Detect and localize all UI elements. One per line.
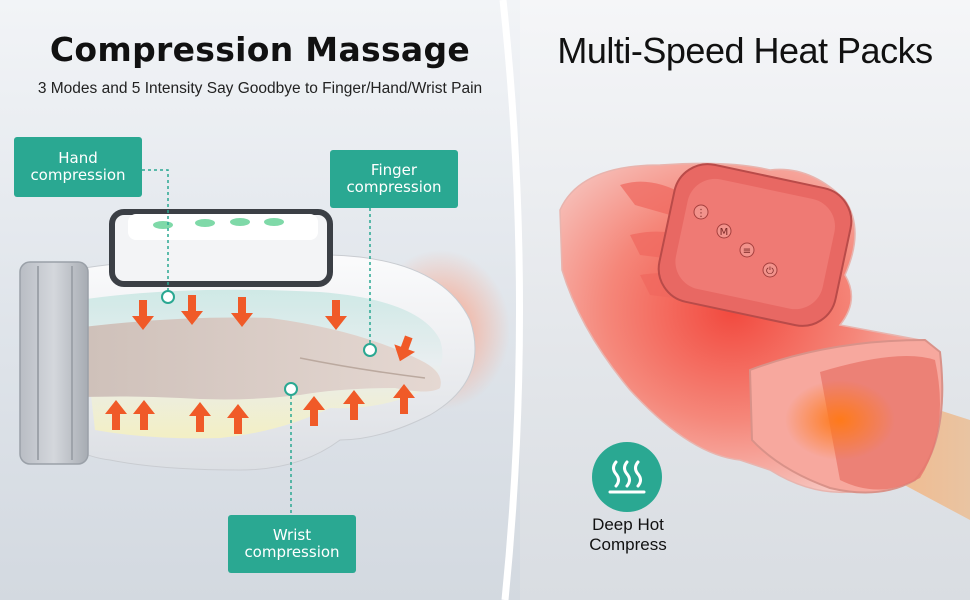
compression-panel: Compression Massage 3 Modes and 5 Intens…	[0, 0, 520, 600]
remote-button-label: ⋮	[696, 208, 706, 219]
heat-title: Multi-Speed Heat Packs	[557, 30, 933, 71]
compression-subtitle: 3 Modes and 5 Intensity Say Goodbye to F…	[37, 80, 483, 97]
callout-line: Wrist	[272, 526, 312, 544]
callout-leaders	[142, 169, 371, 515]
wrist-cuff	[19, 261, 89, 465]
hand-compression-callout: Hand compression	[14, 137, 142, 197]
controller-buttons: ⋮ M ≡ ⏻	[693, 204, 778, 278]
remote-button-label: M	[720, 227, 729, 238]
compression-title: Compression Massage	[49, 30, 471, 69]
callout-line: compression	[30, 166, 126, 184]
label-line: Compress	[589, 535, 667, 554]
callout-line: compression	[244, 543, 340, 561]
deep-hot-compress-label: Deep Hot Compress	[560, 515, 696, 555]
callout-line: compression	[346, 178, 442, 196]
hand-shape	[60, 317, 441, 400]
wrist-compression-callout: Wrist compression	[228, 515, 356, 573]
heated-glove-illustration: ⋮ M ≡ ⏻	[559, 162, 970, 520]
finger-line	[299, 357, 426, 379]
compression-arrows-top	[132, 295, 416, 362]
heat-controller-face	[675, 178, 836, 310]
remote-button-label: ≡	[743, 246, 751, 257]
callout-line: Hand	[58, 149, 98, 167]
remote-button-label: ⏻	[766, 266, 774, 277]
mode-led-4	[264, 218, 284, 226]
mode-led-3	[230, 218, 250, 226]
mode-led-1	[153, 221, 173, 229]
wrist-glow	[785, 380, 895, 460]
finger-compression-callout: Finger compression	[330, 150, 458, 208]
callout-anchor-dots	[161, 290, 377, 396]
label-line: Deep Hot	[592, 515, 664, 534]
heat-panel: ⋮ M ≡ ⏻ Multi-Speed Heat Packs Deep Hot …	[520, 0, 970, 600]
hand-massager-illustration	[19, 169, 510, 515]
compression-arrows-bottom	[105, 384, 415, 434]
mode-led-2	[195, 219, 215, 227]
heat-waves-glyph	[608, 460, 646, 494]
heat-waves-icon	[592, 442, 662, 512]
callout-line: Finger	[370, 161, 418, 179]
